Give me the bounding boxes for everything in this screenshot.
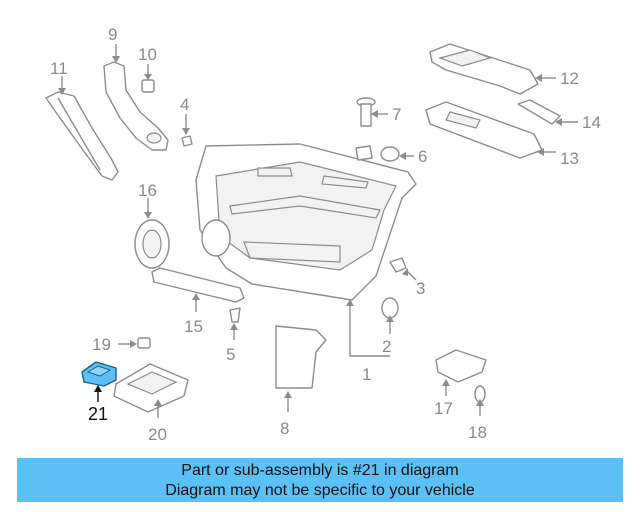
callout-18: 18 bbox=[468, 423, 487, 442]
callout-13: 13 bbox=[560, 149, 579, 168]
callout-3: 3 bbox=[416, 279, 425, 298]
callout-14: 14 bbox=[582, 113, 601, 132]
callout-5: 5 bbox=[226, 345, 235, 364]
callout-10: 10 bbox=[138, 45, 157, 64]
banner-line-1: Part or sub-assembly is #21 in diagram bbox=[181, 462, 459, 479]
part-12-switch-bezel: 12 bbox=[429, 43, 579, 95]
part-8-cover-panel: 8 bbox=[275, 325, 327, 438]
callout-17: 17 bbox=[434, 399, 453, 418]
part-1-door-trim-panel: 1 bbox=[195, 143, 417, 384]
callout-20: 20 bbox=[148, 425, 167, 444]
callout-6: 6 bbox=[418, 147, 427, 166]
part-17-switch: 17 bbox=[434, 349, 487, 418]
part-3-clip: 3 bbox=[389, 257, 425, 298]
part-10-clip: 10 bbox=[138, 45, 157, 93]
part-21-switch-highlighted: 21 bbox=[81, 361, 117, 424]
part-5-screw: 5 bbox=[226, 307, 241, 364]
part-6-grommet: 6 bbox=[355, 145, 427, 166]
banner-line-2: Diagram may not be specific to your vehi… bbox=[165, 482, 475, 499]
callout-8: 8 bbox=[280, 419, 289, 438]
callout-19: 19 bbox=[92, 335, 111, 354]
part-13-bracket: 13 bbox=[425, 101, 579, 168]
part-4-screw: 4 bbox=[180, 95, 193, 147]
part-16-speaker-grille: 16 bbox=[134, 181, 170, 269]
part-7-lock-knob: 7 bbox=[356, 97, 401, 127]
callout-2: 2 bbox=[382, 337, 391, 356]
callout-11: 11 bbox=[50, 59, 68, 78]
callout-21: 21 bbox=[88, 404, 108, 424]
callout-1: 1 bbox=[362, 365, 371, 384]
info-banner: Part or sub-assembly is #21 in diagram D… bbox=[17, 458, 623, 502]
part-19-clip: 19 bbox=[92, 335, 151, 354]
part-20-master-switch: 20 bbox=[113, 363, 189, 444]
part-18-bulb: 18 bbox=[468, 385, 487, 442]
callout-7: 7 bbox=[392, 105, 401, 124]
callout-15: 15 bbox=[184, 317, 203, 336]
callout-12: 12 bbox=[560, 69, 579, 88]
part-14-switch: 14 bbox=[517, 99, 601, 132]
part-9-armrest-bracket: 9 bbox=[103, 25, 169, 151]
callout-16: 16 bbox=[138, 181, 157, 200]
callout-4: 4 bbox=[180, 95, 189, 114]
part-15-weatherstrip: 15 bbox=[151, 267, 245, 336]
callout-9: 9 bbox=[108, 25, 117, 44]
part-2-grommet: 2 bbox=[381, 297, 399, 356]
part-11-pull-handle: 11 bbox=[45, 59, 119, 181]
